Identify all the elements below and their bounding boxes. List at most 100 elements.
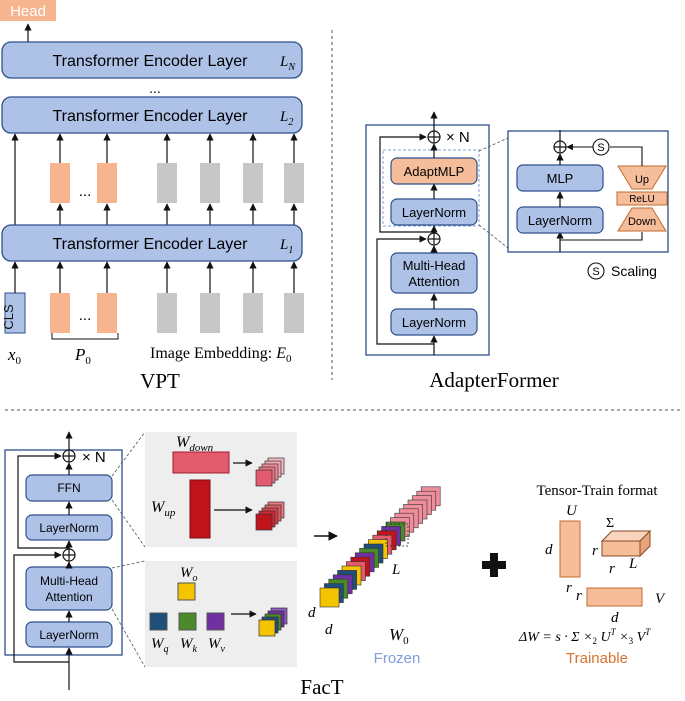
- mid-token-4: [200, 163, 220, 203]
- w-o-matrix: [177, 582, 196, 601]
- w-up-tensor-slices: [255, 501, 285, 531]
- fact-skip-upper: [17, 452, 69, 549]
- w-up-label: Wup: [151, 499, 176, 519]
- tensor-d2-label: d: [325, 622, 333, 638]
- af-layernorm-top-label: LayerNorm: [402, 205, 466, 220]
- vpt-panel: Head Transformer Encoder Layer LN ... Tr…: [0, 0, 304, 393]
- layer-ellipsis: ...: [149, 80, 161, 96]
- sigma-label: Σ: [606, 516, 614, 531]
- attention-tensor-slices: [258, 607, 288, 637]
- w-up-matrix: [189, 479, 211, 539]
- encoder-layer-2-symbol: L2: [279, 109, 293, 128]
- input-token-3: [157, 293, 177, 333]
- mha-zoom-line-bottom: [111, 608, 146, 668]
- input-token-6: [284, 293, 304, 333]
- w-v-label: Wv: [208, 636, 226, 655]
- w-down-label: Wdown: [176, 434, 214, 454]
- af-mha-label-line1: Multi-Head: [403, 258, 466, 273]
- u-r-label: r: [566, 580, 572, 596]
- v-factor: [586, 587, 643, 607]
- af-times-n: × N: [446, 129, 470, 146]
- down-projection: [617, 207, 667, 232]
- prompt-ellipsis-mid: ...: [79, 183, 92, 200]
- v-d-label: d: [611, 610, 619, 626]
- encoder-layer-1: [1, 224, 303, 262]
- vpt-mid-token-row: [11, 133, 304, 225]
- w0-slice-0: [319, 587, 340, 608]
- scaling-circle-label: S: [597, 142, 604, 154]
- input-prompt-2: [97, 293, 117, 333]
- v-r-label: r: [576, 588, 582, 604]
- up-label: Up: [635, 174, 649, 186]
- fact-plus-lower: [63, 549, 75, 561]
- af-mha-label-line2: Attention: [408, 274, 459, 289]
- encoder-layer-2: [1, 96, 303, 134]
- relu-box: [616, 191, 668, 206]
- sigma-l-label: L: [628, 556, 637, 572]
- adapterformer-block-frame: [365, 124, 490, 356]
- mid-prompt-2: [97, 163, 117, 203]
- af-skip-lower: [376, 235, 434, 345]
- head-label: Head: [10, 3, 46, 20]
- fact-times-n: × N: [82, 449, 106, 466]
- stacked-weight-tensor: [319, 486, 441, 608]
- vpt-title: VPT: [140, 369, 180, 393]
- vpt-input-token-row: [4, 261, 304, 334]
- mid-prompt-1: [50, 163, 70, 203]
- trainable-label: Trainable: [566, 650, 628, 667]
- encoder-layer-n: [1, 41, 303, 79]
- encoder-layer-n-symbol: LN: [279, 54, 296, 73]
- frozen-label: Frozen: [374, 650, 421, 667]
- w-up-slice-0: [255, 513, 273, 531]
- fact-layernorm-bottom-label: LayerNorm: [39, 628, 98, 642]
- ffn-zoom-line-top: [111, 431, 146, 477]
- fact-skip-lower: [13, 551, 69, 663]
- adapterformer-title: AdapterFormer: [429, 368, 558, 392]
- u-label: U: [566, 503, 578, 519]
- w-k-matrix: [178, 612, 197, 631]
- scaling-legend-label: Scaling: [611, 263, 657, 279]
- mid-token-6: [284, 163, 304, 203]
- input-token-4: [200, 293, 220, 333]
- detail-plus: [554, 141, 566, 153]
- prompt-ellipsis-input: ...: [79, 307, 92, 324]
- delta-w-formula: ΔW = s · Σ ×2 UT ×3 VT: [518, 627, 651, 646]
- af-zoom-line-top: [478, 137, 509, 152]
- fact-plus-upper: [63, 450, 75, 462]
- sigma-r-left-label: r: [592, 543, 598, 559]
- input-prompt-1: [50, 293, 70, 333]
- tensor-l-label: L: [391, 562, 400, 578]
- af-zoom-line-bottom: [478, 224, 509, 249]
- af-skip-upper: [379, 133, 434, 233]
- w-k-label: Wk: [180, 636, 198, 655]
- down-label: Down: [628, 216, 656, 228]
- detail-layernorm-label: LayerNorm: [528, 213, 592, 228]
- v-label: V: [655, 591, 666, 607]
- image-embedding-label: Image Embedding: E0: [150, 345, 292, 365]
- sigma-core-front: [601, 540, 641, 557]
- fact-mha-label-line1: Multi-Head: [40, 574, 98, 588]
- mid-token-3: [157, 163, 177, 203]
- ffn-zoom-line-bottom: [111, 499, 146, 548]
- x0-label: x0: [7, 345, 22, 367]
- cls-token-label: CLS: [1, 304, 16, 330]
- w-q-matrix: [149, 612, 168, 631]
- prompt-bracket: [51, 333, 119, 340]
- w-o-label: Wo: [180, 565, 198, 584]
- encoder-layer-1-label: Transformer Encoder Layer: [52, 236, 248, 253]
- p0-label: P0: [74, 345, 91, 367]
- scaling-legend-circle: [587, 262, 605, 280]
- w-down-matrix: [172, 451, 230, 474]
- adapter-detail-frame: [507, 130, 669, 253]
- attn-slice-0: [258, 619, 276, 637]
- scaling-legend-symbol: S: [592, 266, 599, 278]
- sigma-r-bottom-label: r: [609, 561, 615, 577]
- mha-zoom-line-top: [111, 560, 146, 569]
- fact-ffn-label: FFN: [57, 481, 80, 495]
- up-projection: [617, 165, 667, 190]
- input-token-5: [243, 293, 263, 333]
- tensor-train-title: Tensor-Train format: [537, 483, 659, 499]
- w0-highlight-slice: [385, 523, 409, 547]
- fact-block-frame: [4, 449, 123, 656]
